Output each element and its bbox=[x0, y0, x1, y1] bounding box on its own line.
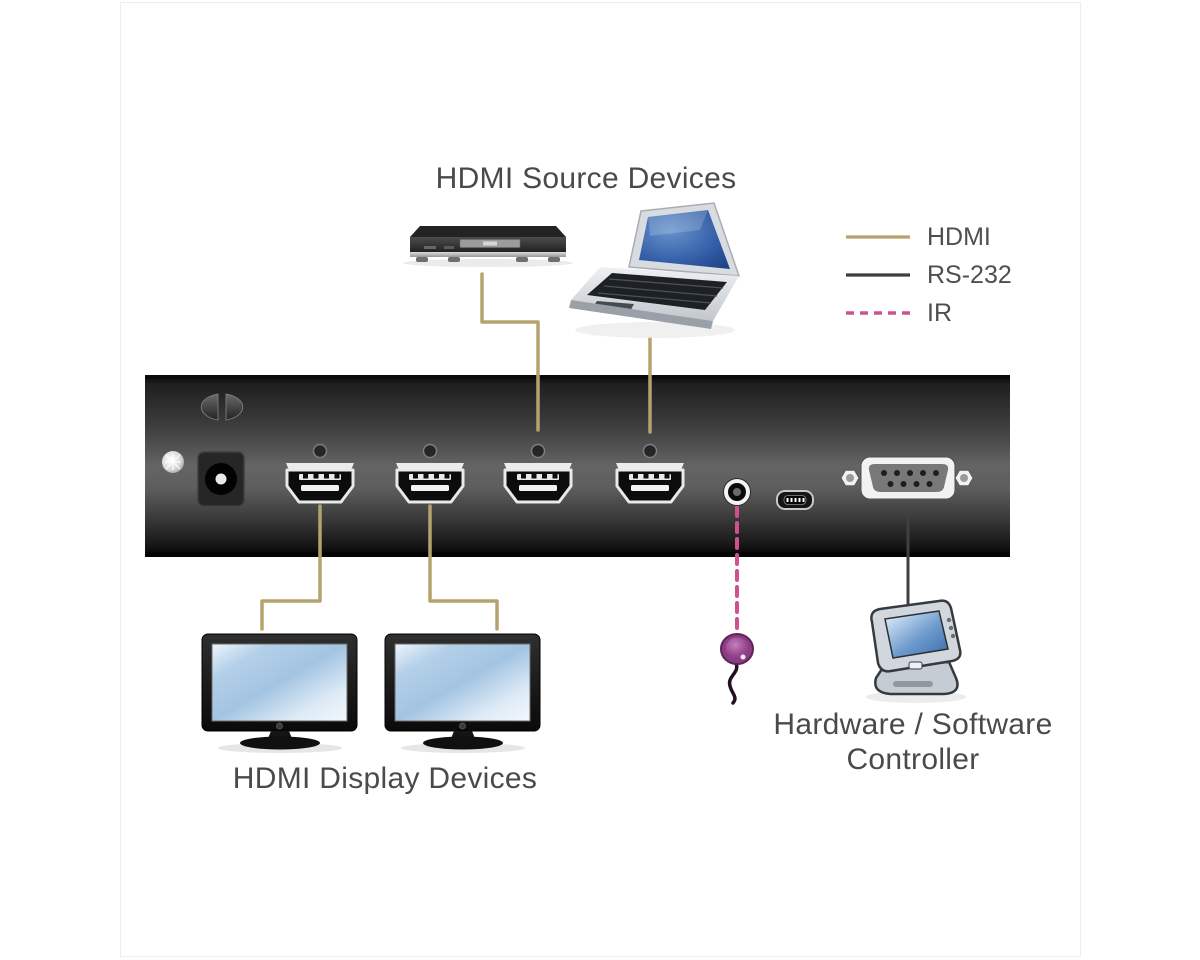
controller bbox=[866, 599, 966, 703]
ir-line-swatch-icon bbox=[846, 311, 910, 315]
ir-receiver-cable bbox=[727, 661, 739, 705]
port-led bbox=[312, 443, 328, 459]
display-2 bbox=[384, 633, 541, 753]
port-led bbox=[642, 443, 658, 459]
legend-item-rs232: RS-232 bbox=[845, 260, 1012, 289]
legend-label-rs232: RS-232 bbox=[927, 260, 1012, 289]
legend-item-hdmi: HDMI bbox=[845, 222, 1012, 251]
rs-232-db9-port bbox=[840, 456, 974, 500]
sources-title: HDMI Source Devices bbox=[435, 162, 737, 195]
hdmi-cable-source-dvd bbox=[480, 272, 540, 432]
port-led bbox=[422, 443, 438, 459]
brand-logo-icon bbox=[200, 393, 244, 421]
hdmi-line-swatch-icon bbox=[846, 235, 910, 239]
dc-power-jack bbox=[197, 451, 245, 507]
ir-receiver bbox=[720, 633, 754, 705]
dvd-player bbox=[403, 226, 573, 267]
image-border bbox=[120, 2, 1081, 957]
panel-top-edge bbox=[145, 375, 1010, 379]
hdmi-port-4 bbox=[614, 443, 686, 504]
legend-label-ir: IR bbox=[927, 298, 952, 327]
controller-title: Hardware / Software Controller bbox=[773, 707, 1052, 777]
rs232-line-swatch-icon bbox=[846, 273, 910, 277]
port-led bbox=[530, 443, 546, 459]
hdmi-cable-display-1 bbox=[260, 504, 322, 631]
hdmi-cable-display-2 bbox=[428, 504, 499, 631]
hdmi-port-2 bbox=[394, 443, 466, 504]
hdmi-port-3 bbox=[502, 443, 574, 504]
laptop bbox=[569, 202, 741, 338]
controller-title-line2: Controller bbox=[846, 743, 980, 776]
panel-bottom-edge bbox=[145, 552, 1010, 557]
legend-item-ir: IR bbox=[845, 298, 1012, 327]
panel-screw-icon bbox=[162, 451, 184, 473]
controller-screen bbox=[884, 610, 949, 659]
hdmi-port-1 bbox=[284, 443, 356, 504]
controller-title-line1: Hardware / Software bbox=[773, 708, 1053, 741]
display-1 bbox=[201, 633, 358, 753]
legend-label-hdmi: HDMI bbox=[927, 222, 991, 251]
display-1-screen bbox=[211, 643, 348, 722]
legend: HDMI RS-232 IR bbox=[845, 222, 1012, 327]
displays-title: HDMI Display Devices bbox=[232, 762, 538, 795]
ir-jack bbox=[723, 478, 751, 506]
micro-usb-port bbox=[776, 490, 814, 510]
display-2-screen bbox=[394, 643, 531, 722]
